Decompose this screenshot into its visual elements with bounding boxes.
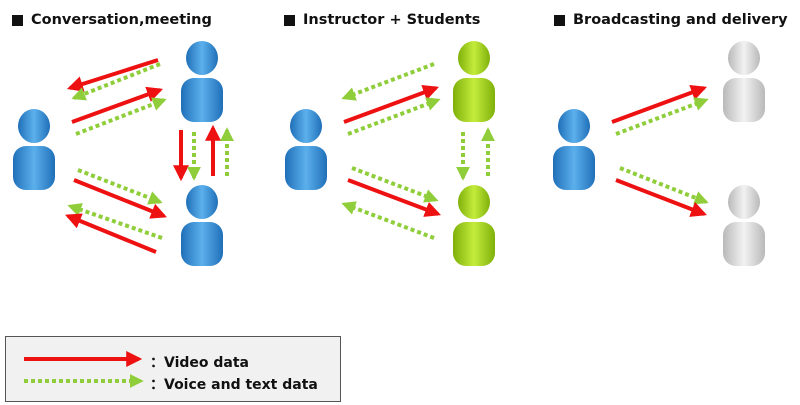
person-icon-receiver-top [723,41,765,122]
voice-arrow [67,203,163,240]
video-arrow [343,84,440,124]
square-bullet-icon [12,14,23,26]
voice-arrow [615,97,709,136]
video-arrow [73,178,167,219]
person-icon-receiver-bottom [723,185,765,266]
square-bullet-icon [284,14,295,26]
person-icon-participant-top [181,41,223,122]
legend-voice-label: ：Voice and text data [150,377,318,393]
video-arrow [66,58,159,92]
video-arrow [71,86,164,124]
section-title-text: Broadcasting and delivery [573,12,788,28]
section-title-text: Instructor + Students [303,12,481,28]
video-arrow [615,178,707,217]
voice-arrow [77,168,163,205]
legend: ：Video data ：Voice and text data [5,336,341,402]
person-icon-sender [13,109,55,190]
voice-arrow [71,62,161,101]
voice-arrow [341,62,435,101]
voice-arrow [347,97,441,136]
section-title-conversation: Conversation,meeting [12,12,212,28]
legend-arrows [24,351,144,388]
legend-video-label: ：Video data [150,355,250,371]
person-icon-participant-bottom [181,185,223,266]
person-icon-instructor [285,109,327,190]
voice-arrow [351,166,439,203]
voice-arrow [75,97,167,136]
video-arrow [65,213,157,254]
section-title-instructor: Instructor + Students [284,12,480,28]
voice-arrow [619,166,709,205]
section-title-text: Conversation,meeting [31,12,212,28]
person-icon-student-top [453,41,495,122]
video-arrow [347,178,441,217]
person-icon-student-bottom [453,185,495,266]
square-bullet-icon [554,14,565,26]
person-icon-broadcaster [553,109,595,190]
video-arrow [611,84,708,124]
section-title-broadcasting: Broadcasting and delivery [554,12,788,28]
voice-arrow [341,201,435,240]
